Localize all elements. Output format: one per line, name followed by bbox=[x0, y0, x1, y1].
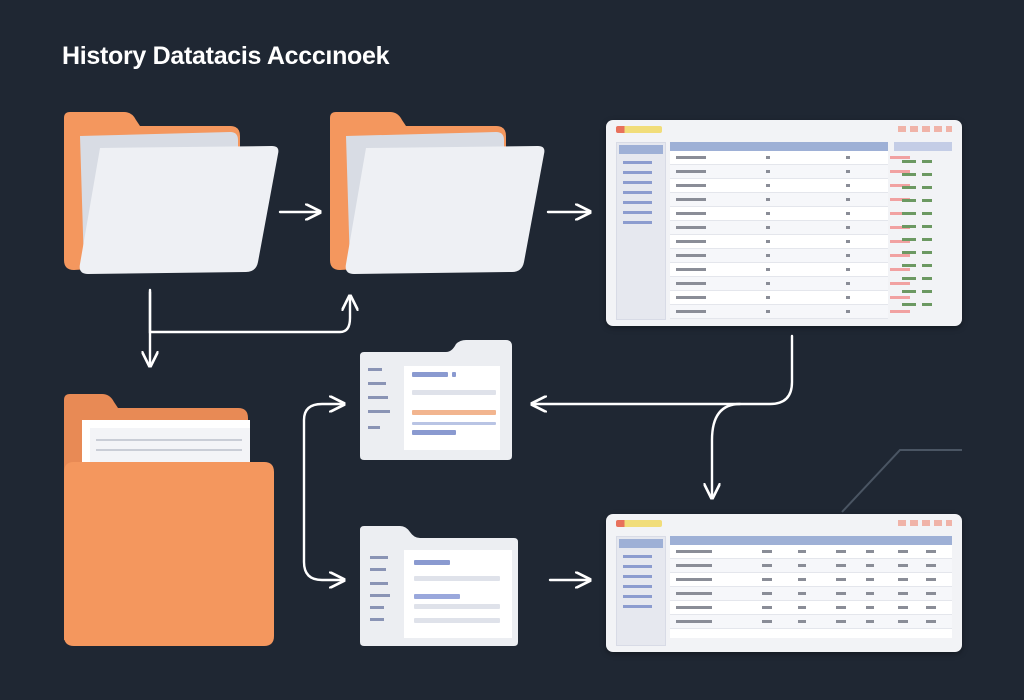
table-row bbox=[894, 233, 952, 246]
table-row bbox=[894, 298, 952, 311]
table-row bbox=[894, 168, 952, 181]
table-row bbox=[670, 601, 952, 615]
table-row bbox=[670, 263, 910, 277]
table-row bbox=[670, 193, 910, 207]
table-row bbox=[894, 246, 952, 259]
folder-icon bbox=[330, 112, 545, 274]
table-row bbox=[670, 249, 910, 263]
table-row bbox=[670, 559, 952, 573]
arrow-table-to-table-bidirectional bbox=[712, 402, 742, 498]
table-row bbox=[670, 305, 910, 319]
arrow-form-a-form-b-bidirectional bbox=[302, 404, 344, 580]
table-row bbox=[894, 272, 952, 285]
decorative-line bbox=[841, 449, 962, 513]
table-row bbox=[670, 179, 910, 193]
table-row bbox=[894, 207, 952, 220]
table-row bbox=[670, 291, 910, 305]
table-row bbox=[670, 573, 952, 587]
arrow-table-top-to-form-a bbox=[532, 334, 794, 404]
folder-with-documents-icon bbox=[64, 394, 274, 646]
folder-icon bbox=[64, 112, 279, 274]
spreadsheet-window-icon bbox=[606, 514, 962, 652]
spreadsheet-window-icon bbox=[606, 120, 962, 326]
form-window-icon bbox=[356, 522, 522, 650]
table-row bbox=[670, 151, 910, 165]
table-row bbox=[894, 259, 952, 272]
diagram-title: History Datatacis Acccınoek bbox=[62, 42, 390, 70]
table-row bbox=[670, 545, 952, 559]
table-row bbox=[894, 194, 952, 207]
table-row bbox=[894, 285, 952, 298]
table-row bbox=[670, 615, 952, 629]
table-row bbox=[670, 587, 952, 601]
table-row bbox=[670, 165, 910, 179]
table-row bbox=[894, 181, 952, 194]
form-window-icon bbox=[356, 338, 514, 462]
arrow-folder-a-curve-to-folder-b bbox=[148, 290, 350, 334]
table-row bbox=[894, 220, 952, 233]
table-row bbox=[670, 277, 910, 291]
table-row bbox=[670, 207, 910, 221]
table-row bbox=[670, 235, 910, 249]
table-row bbox=[894, 155, 952, 168]
table-row bbox=[670, 221, 910, 235]
